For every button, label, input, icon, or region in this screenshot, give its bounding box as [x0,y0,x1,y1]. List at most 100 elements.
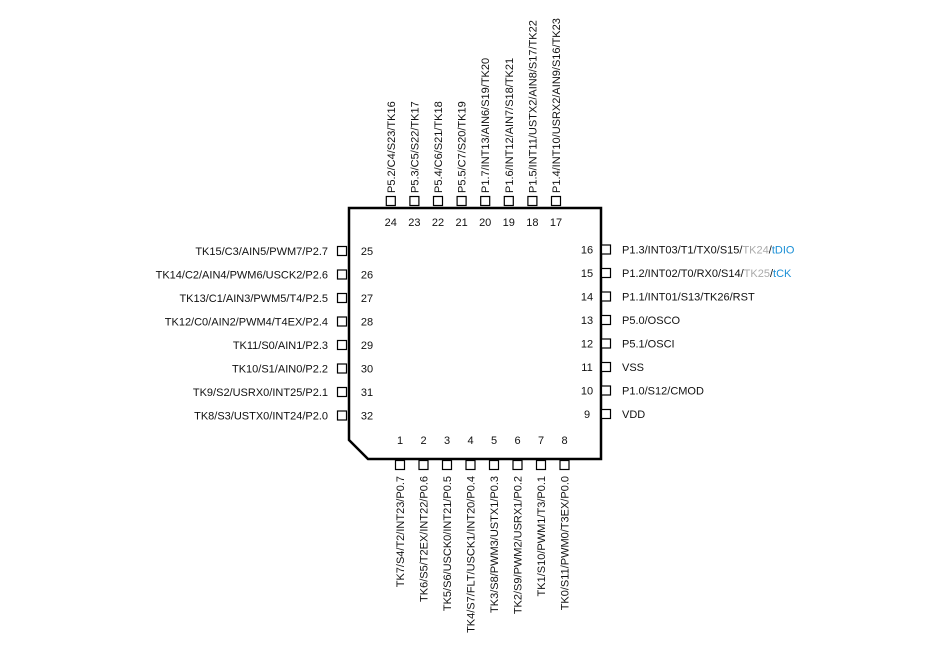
pin-label-part: tDIO [772,245,795,257]
pin-label: TK8/S3/USTX0/INT24/P2.0 [194,411,328,423]
chip-body [347,206,603,461]
pin-pad [535,459,547,471]
pin-label-part: TK13/C1/AIN3/PWM5/T4/P2.5 [179,293,328,305]
pin-label: P1.0/S12/CMOD [622,386,704,398]
pin-label-part: TK8/S3/USTX0/INT24/P2.0 [194,411,328,423]
pin-label-part: P5.5/C7/S20/TK19 [457,101,469,193]
pin-label: TK14/C2/AIN4/PWM6/USCK2/P2.6 [156,270,328,282]
pin-label: P1.1/INT01/S13/TK26/RST [622,292,755,304]
pin-number: 23 [408,217,420,229]
pin-pad [600,314,612,326]
pin-pad [336,339,348,351]
pin-label-part: / [769,245,773,257]
pin-group: 1TK7/S4/T2/INT23/P0.72TK6/S5/T2EX/INT22/… [156,18,795,633]
pin-label-part: P1.0/S12/CMOD [622,386,704,398]
pin-label-part: TK25 [744,268,770,280]
pin-label-part: tCK [773,268,792,280]
pin-pad [550,195,562,207]
pin-pad [559,459,570,471]
pin-label: P1.4/INT10/USRX2/AIN9/S16/TK23 [551,18,563,193]
pin-number: 20 [479,217,491,229]
pin-number: 1 [397,435,403,447]
pin-number: 17 [550,217,562,229]
pin-pad [336,410,348,421]
pin-number: 14 [581,292,593,304]
pin-label-part: P5.0/OSCO [622,315,681,327]
pin-label-part: TK24 [742,245,768,257]
pin-label-part: P5.4/C6/S21/TK18 [433,101,445,193]
pin-pad [488,459,500,471]
pin-label: P1.5/INT11/USTX2/AIN8/S17/TK22 [527,20,539,193]
pin-label-part: P1.1/INT01/S13/TK26/RST [622,292,755,304]
pin-label-part: P1.4/INT10/USRX2/AIN9/S16/TK23 [551,18,563,193]
pin-label-part: TK15/C3/AIN5/PWM7/P2.7 [195,246,328,258]
pin-pad [600,385,612,396]
pin-number: 26 [361,270,373,282]
pin-label: P5.0/OSCO [622,315,681,327]
pin-label-part: P1.3/INT03/T1/TX0/S15/ [622,245,743,257]
pin-number: 8 [561,435,567,447]
pin-number: 6 [514,435,520,447]
pin-label: P5.5/C7/S20/TK19 [457,101,469,193]
pin-pad [527,195,538,207]
pin-number: 21 [455,217,467,229]
pin-label-part: VSS [622,362,644,374]
pin-label: VSS [622,362,644,374]
pin-number: 9 [584,409,590,421]
pin-label: P5.1/OSCI [622,339,675,351]
pin-number: 22 [432,217,444,229]
pin-label: TK1/S10/PWM1/T3/P0.1 [536,476,548,596]
pin-label: TK12/C0/AIN2/PWM4/T4EX/P2.4 [165,317,328,329]
pin-label-part: TK7/S4/T2/INT23/P0.7 [395,476,407,587]
pin-label-part: TK4/S7/FLT/USCK1/INT20/P0.4 [466,476,478,633]
pin-label-part: TK9/S2/USRX0/INT25/P2.1 [193,387,328,399]
pin-label-part: TK5/S6/USCK0/INT21/P0.5 [442,476,454,611]
pin-label-part: TK1/S10/PWM1/T3/P0.1 [536,476,548,596]
pin-label-part: VDD [622,409,645,421]
pin-number: 7 [538,435,544,447]
pin-pad [409,195,420,207]
pin-label: TK0/S11/PWM0/T3EX/P0.0 [560,476,572,610]
pin-pad [336,269,348,280]
pin-label-part: TK10/S1/AIN0/P2.2 [232,364,328,376]
pin-pad [336,363,348,374]
pin-label: TK3/S8/PWM3/USTX1/P0.3 [489,476,501,613]
pin-number: 27 [361,293,373,305]
pin-label: P1.7/INT13/AIN6/S19/TK20 [480,58,492,193]
pin-pad [336,316,348,327]
pin-number: 30 [361,364,373,376]
pin-number: 4 [467,435,473,447]
pin-label-part: P5.2/C4/S23/TK16 [386,101,398,193]
pin-label: P5.2/C4/S23/TK16 [386,101,398,193]
pin-label-part: TK0/S11/PWM0/T3EX/P0.0 [560,476,572,610]
pin-number: 11 [581,362,592,374]
pin-number: 5 [491,435,497,447]
pin-label-part: TK6/S5/T2EX/INT22/P0.6 [419,476,431,602]
pin-number: 31 [361,387,373,399]
pin-number: 3 [444,435,450,447]
pin-pad [465,459,476,471]
pin-pad [432,195,444,207]
pin-label: P1.2/INT02/T0/RX0/S14/TK25/tCK [622,268,792,280]
pin-label: P1.6/INT12/AIN7/S18/TK21 [504,58,516,193]
pin-label-part: / [770,268,774,280]
pin-pad [418,459,429,471]
pin-pad [600,408,612,420]
pin-number: 15 [581,268,593,280]
pin-number: 19 [503,217,515,229]
pin-label: TK13/C1/AIN3/PWM5/T4/P2.5 [179,293,328,305]
pin-number: 24 [385,217,397,229]
pin-pad [336,245,348,257]
pin-label-part: TK12/C0/AIN2/PWM4/T4EX/P2.4 [165,317,328,329]
pin-label-part: P1.7/INT13/AIN6/S19/TK20 [480,58,492,193]
pin-label-part: TK11/S0/AIN1/P2.3 [233,340,328,352]
pin-label-part: P1.5/INT11/USTX2/AIN8/S17/TK22 [527,20,539,193]
pin-number: 18 [526,217,538,229]
pin-number: 25 [361,246,373,258]
pin-label: P1.3/INT03/T1/TX0/S15/TK24/tDIO [622,245,795,257]
pin-label-part: TK3/S8/PWM3/USTX1/P0.3 [489,476,501,613]
pin-pad [456,195,467,207]
pin-pad [385,195,396,207]
pin-pad [394,459,406,471]
pin-label-part: TK14/C2/AIN4/PWM6/USCK2/P2.6 [156,270,328,282]
